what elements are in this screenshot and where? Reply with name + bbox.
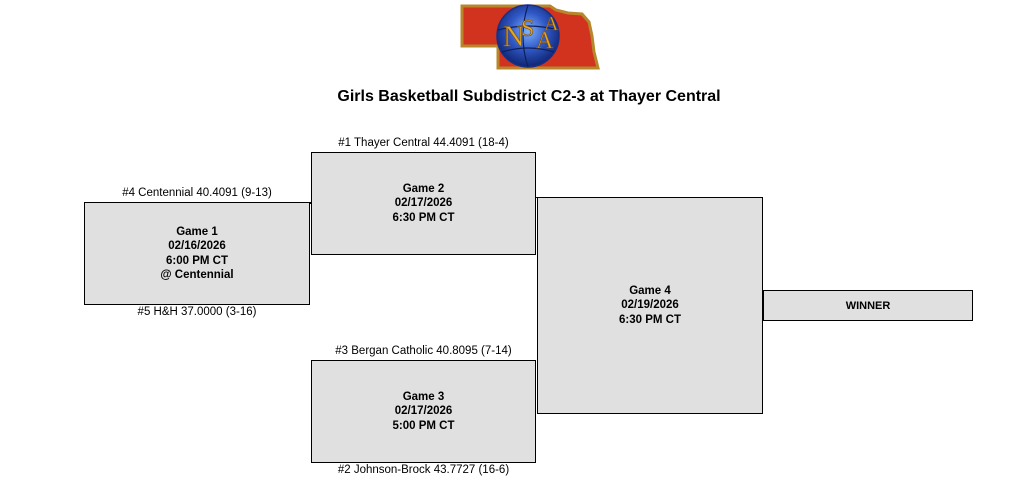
game4-date: 02/19/2026 [621,299,679,312]
team-seed3: #3 Bergan Catholic 40.8095 (7-14) [335,345,512,357]
game4-box: Game 4 02/19/2026 6:30 PM CT [537,197,763,414]
connector-game2-game4 [535,197,538,198]
game3-label: Game 3 [402,390,445,403]
game2-time: 6:30 PM CT [392,211,455,224]
game2-date: 02/17/2026 [394,197,453,210]
game1-location: @ Centennial [160,269,234,281]
team-seed4: #4 Centennial 40.4091 (9-13) [122,187,272,199]
game1-date: 02/16/2026 [168,240,226,252]
team-seed2: #2 Johnson-Brock 43.7727 (16-6) [337,464,510,476]
team-seed1: #1 Thayer Central 44.4091 (18-4) [338,137,509,149]
bracket-title: Girls Basketball Subdistrict C2-3 at Tha… [337,88,721,105]
svg-text:A: A [544,13,559,35]
game2-box: Game 2 02/17/2026 6:30 PM CT [311,152,536,255]
team-seed5: #5 H&H 37.0000 (3-16) [137,306,257,318]
game1-time: 6:00 PM CT [166,254,228,267]
svg-text:A: A [536,28,554,54]
nsaa-logo: N S A A [458,0,600,76]
game3-time: 5:00 PM CT [392,419,455,432]
winner-box: WINNER [763,290,973,321]
game4-label: Game 4 [629,284,671,297]
game1-label: Game 1 [176,225,218,238]
game4-time: 6:30 PM CT [619,313,681,326]
svg-text:S: S [521,16,534,42]
winner-label: WINNER [845,299,891,312]
game3-box: Game 3 02/17/2026 5:00 PM CT [311,360,536,463]
game2-label: Game 2 [402,182,445,195]
svg-text:N: N [503,20,525,53]
game3-date: 02/17/2026 [394,405,453,418]
connector-game1-game2 [309,202,312,204]
game1-box: Game 1 02/16/2026 6:00 PM CT @ Centennia… [84,202,310,305]
